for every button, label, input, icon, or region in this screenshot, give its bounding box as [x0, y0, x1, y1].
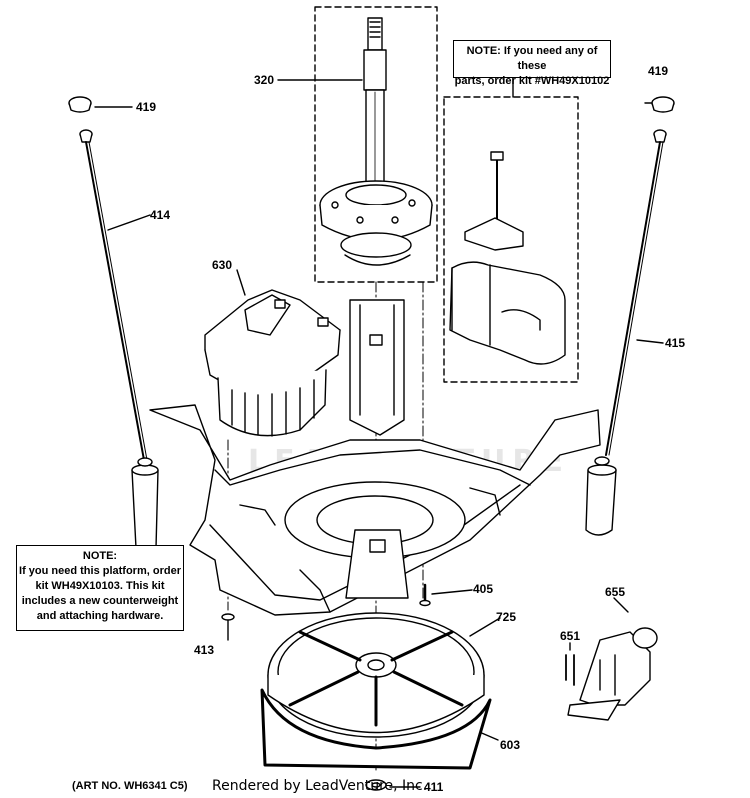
callout-320: 320	[254, 73, 275, 87]
rendered-by-credit: Rendered by LeadVenture, Inc.	[212, 778, 428, 794]
callout-655: 655	[605, 585, 626, 599]
note-kit-line-1: NOTE: If you need any of these	[466, 45, 598, 72]
note-kit-parts: NOTE: If you need any of these parts, or…	[453, 40, 611, 87]
note-platform-line-4: and attaching hardware.	[36, 610, 164, 622]
group-box-320	[314, 6, 438, 283]
callout-415: 415	[665, 336, 686, 350]
callout-419-right: 419	[648, 64, 669, 78]
callout-405: 405	[473, 582, 494, 596]
callout-414: 414	[150, 208, 171, 222]
callout-725: 725	[496, 610, 517, 624]
note-kit-line-2: parts, order kit #WH49X10102	[454, 75, 610, 87]
group-box-kit	[443, 96, 579, 383]
callout-413: 413	[194, 643, 215, 657]
callout-651: 651	[560, 629, 581, 643]
note-platform-line-1: If you need this platform, order	[19, 565, 181, 577]
note-platform-line-2: kit WH49X10103. This kit	[35, 580, 165, 592]
art-number: (ART NO. WH6341 C5)	[72, 780, 188, 792]
callout-603: 603	[500, 738, 521, 752]
callout-630: 630	[212, 258, 233, 272]
callout-419-left: 419	[136, 100, 157, 114]
note-platform-title: NOTE:	[82, 550, 118, 562]
callout-411: 411	[424, 780, 444, 794]
note-platform-line-3: includes a new counterweight	[21, 595, 179, 607]
note-platform: NOTE: If you need this platform, order k…	[16, 545, 184, 631]
